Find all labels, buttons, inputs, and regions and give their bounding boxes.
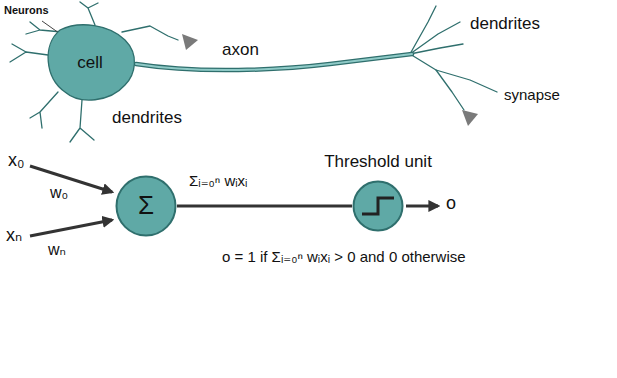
dendrite [10,44,48,62]
step-symbol [362,198,394,214]
input-arrow [30,166,112,192]
weight-label: wₙ [48,241,66,259]
node-text: cell [77,53,103,73]
dendrite [410,6,436,54]
weight-label: w₀ [50,184,68,202]
part-label: synapse [504,86,560,103]
synapse-terminal [182,34,198,50]
dendrite [122,26,178,40]
part-label: axon [222,40,259,60]
threshold-circle: Threshold unit [352,180,404,232]
output-arrow [406,205,438,208]
part-label: dendrites [470,14,540,34]
dendrite [436,70,497,92]
dendrite [30,92,58,128]
circle-outline [117,177,176,236]
sum-circle: Σ [115,175,177,237]
circle-outline [354,182,403,231]
part-label: dendrites [112,108,182,128]
dendrite [70,100,94,142]
cell-outline [48,25,134,100]
dendrite [410,54,464,110]
dendrite [80,2,98,25]
node-text: Σ [138,191,154,221]
callout-label: Neurons [4,4,49,17]
synapse-terminal [462,110,478,126]
cell-body: cell [40,20,140,105]
node-outline [352,180,404,232]
node-heading: Threshold unit [324,152,432,172]
formula-text: o = 1 if Σᵢ₌₀ⁿ wᵢxᵢ > 0 and 0 otherwise [222,248,466,265]
axon-fiber [136,54,412,70]
dendrite [26,22,62,34]
input-label: x₀ [8,150,24,171]
axon-outline [136,54,412,70]
input-label: xₙ [6,225,22,246]
dendrite [410,44,463,54]
connector-line [177,205,352,208]
input-arrow [30,220,112,236]
output-label: o [446,193,456,214]
edge-label: Σᵢ₌₀ⁿ wᵢxᵢ [187,172,249,189]
dendrite-branches [10,2,497,142]
